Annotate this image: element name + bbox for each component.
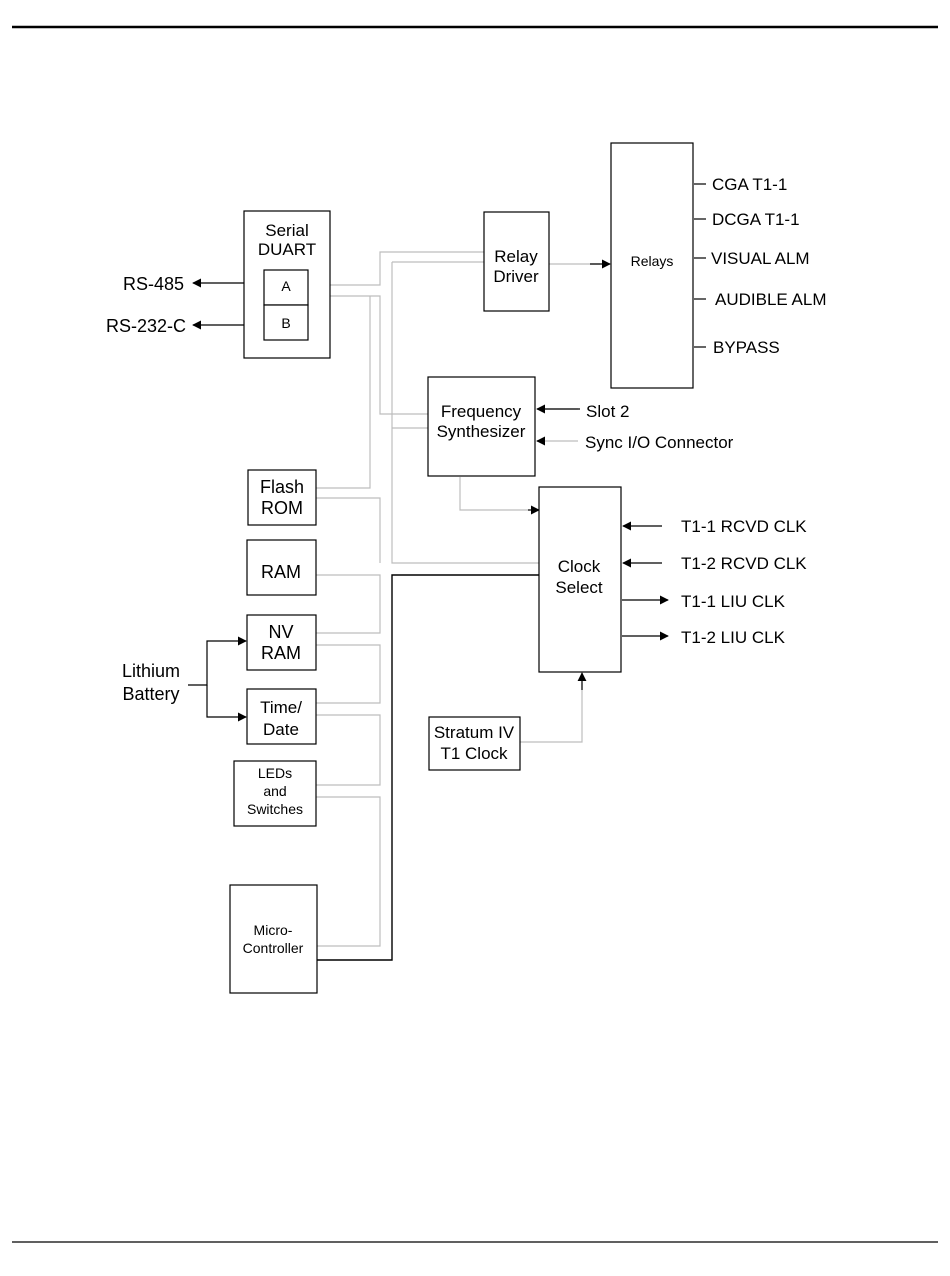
stratum-clock-block: Stratum IV T1 Clock (428, 716, 521, 771)
micro-controller-label-1: Micro- (254, 922, 293, 938)
relays-block: Relays (610, 142, 694, 389)
time-date-block: Time/ Date (246, 688, 317, 745)
ram-label: RAM (261, 562, 301, 582)
clock-signal-t11-liu: T1-1 LIU CLK (681, 592, 786, 611)
micro-controller-block: Micro- Controller (229, 884, 318, 994)
clock-select-block: Clock Select (538, 486, 622, 673)
leds-label-1: LEDs (258, 765, 292, 781)
relay-driver-label-2: Driver (493, 267, 539, 286)
rs232-label: RS-232-C (106, 316, 186, 336)
stratum-label-2: T1 Clock (440, 744, 508, 763)
rs485-label: RS-485 (123, 274, 184, 294)
nv-ram-label-2: RAM (261, 643, 301, 663)
clock-signal-t12-liu: T1-2 LIU CLK (681, 628, 786, 647)
relay-driver-label-1: Relay (494, 247, 538, 266)
nv-ram-block: NV RAM (246, 614, 317, 671)
micro-controller-label-2: Controller (243, 940, 304, 956)
time-date-label-2: Date (263, 720, 299, 739)
clock-select-label-1: Clock (558, 557, 601, 576)
serial-duart-label-2: DUART (258, 240, 316, 259)
nv-ram-label-1: NV (268, 622, 293, 642)
clock-select-label-2: Select (555, 578, 603, 597)
sync-io-label: Sync I/O Connector (585, 433, 734, 452)
relays-label: Relays (631, 253, 674, 269)
serial-duart-label-1: Serial (265, 221, 308, 240)
relay-output-dcga: DCGA T1-1 (712, 210, 800, 229)
micro-controller-bus (316, 574, 540, 961)
clock-signal-t12-rcvd: T1-2 RCVD CLK (681, 554, 807, 573)
lithium-battery-label-2: Battery (122, 684, 179, 704)
relay-output-cga: CGA T1-1 (712, 175, 787, 194)
time-date-label-1: Time/ (260, 698, 302, 717)
leds-label-2: and (263, 783, 286, 799)
serial-duart-block: Serial DUART A B (243, 210, 331, 359)
relay-output-audible: AUDIBLE ALM (715, 290, 827, 309)
relay-output-visual: VISUAL ALM (711, 249, 810, 268)
relay-driver-block: Relay Driver (483, 211, 550, 312)
stratum-label-1: Stratum IV (434, 723, 515, 742)
port-b-box (263, 304, 309, 341)
slot2-label: Slot 2 (586, 402, 629, 421)
lithium-battery-label-1: Lithium (122, 661, 180, 681)
clock-signal-t11-rcvd: T1-1 RCVD CLK (681, 517, 807, 536)
flash-rom-block: Flash ROM (247, 469, 317, 526)
frequency-synthesizer-block: Frequency Synthesizer (427, 376, 536, 477)
freq-synth-label-2: Synthesizer (437, 422, 526, 441)
ram-block: RAM (246, 539, 317, 596)
flash-rom-label-1: Flash (260, 477, 304, 497)
leds-label-3: Switches (247, 801, 303, 817)
leds-switches-block: LEDs and Switches (233, 760, 317, 827)
port-b-label: B (281, 315, 290, 331)
freq-synth-label-1: Frequency (441, 402, 522, 421)
flash-rom-label-2: ROM (261, 498, 303, 518)
relay-output-bypass: BYPASS (713, 338, 780, 357)
port-a-label: A (281, 278, 291, 294)
port-a-box (263, 269, 309, 306)
